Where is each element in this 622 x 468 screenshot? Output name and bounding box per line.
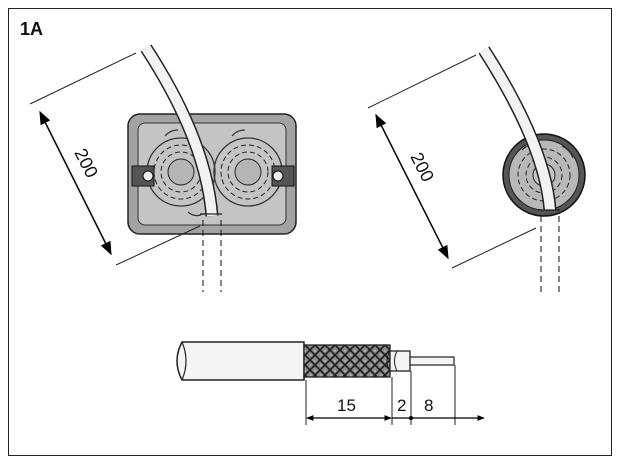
figure-frame <box>8 8 612 456</box>
coax-dimension-15-label: 15 <box>337 396 356 415</box>
coax-cable-braid <box>303 344 391 378</box>
rect-box-dimension-arrow <box>39 110 112 256</box>
round-box-drawing: 200 <box>367 46 586 292</box>
coax-cable-jacket <box>176 341 305 381</box>
figure-label: 1A <box>20 19 44 39</box>
rect-box-dimension-label: 200 <box>70 145 101 181</box>
coax-cable-drawing: 15 2 8 <box>176 341 485 425</box>
coax-cable-core <box>409 356 455 366</box>
coax-cable-dielectric <box>389 350 411 372</box>
round-box-dimension-label: 200 <box>406 149 437 185</box>
round-box-dimension-arrow <box>375 113 449 260</box>
rect-box-drawing: 200 <box>29 44 297 292</box>
coax-dimension-8-label: 8 <box>424 396 433 415</box>
coax-dimension-2-label: 2 <box>397 396 406 415</box>
rect-box <box>127 113 297 235</box>
